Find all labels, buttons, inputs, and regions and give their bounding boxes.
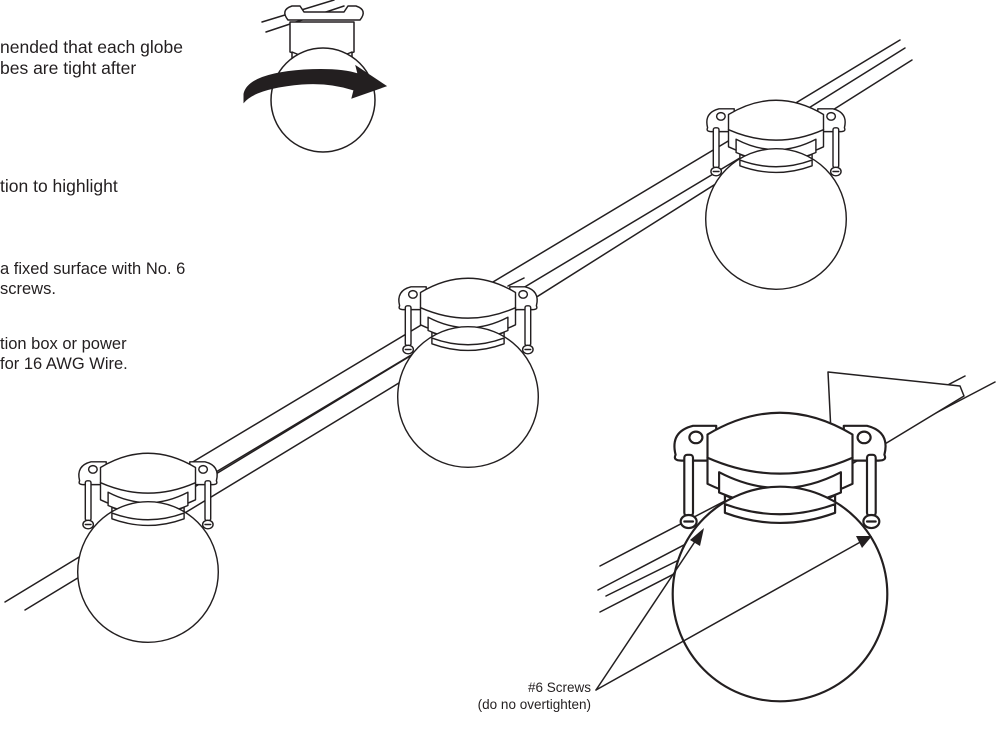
- rotate-clockwise-arrow-icon: [243, 64, 388, 104]
- globe-rotation-detail: [243, 0, 388, 153]
- instruction-line-3: tion to highlight: [0, 176, 118, 196]
- globe-fixture-1: [76, 452, 220, 644]
- globe-fixture-3: [704, 99, 848, 291]
- globe-fixture-2: [396, 277, 540, 469]
- screws-callout: #6 Screws (do no overtighten): [445, 679, 591, 713]
- instruction-line-2: bes are tight after: [0, 58, 137, 78]
- instruction-line-4: a fixed surface with No. 6: [0, 260, 186, 278]
- instruction-line-1: nended that each globe: [0, 37, 183, 57]
- instruction-line-5: screws.: [0, 280, 56, 298]
- instruction-line-7: for 16 AWG Wire.: [0, 355, 128, 373]
- callout-arrows: [595, 528, 872, 691]
- callout-title: #6 Screws: [527, 680, 591, 695]
- zoomed-fixture-detail: [597, 371, 996, 703]
- instruction-line-6: tion box or power: [0, 335, 127, 353]
- callout-note: (do no overtighten): [477, 697, 591, 712]
